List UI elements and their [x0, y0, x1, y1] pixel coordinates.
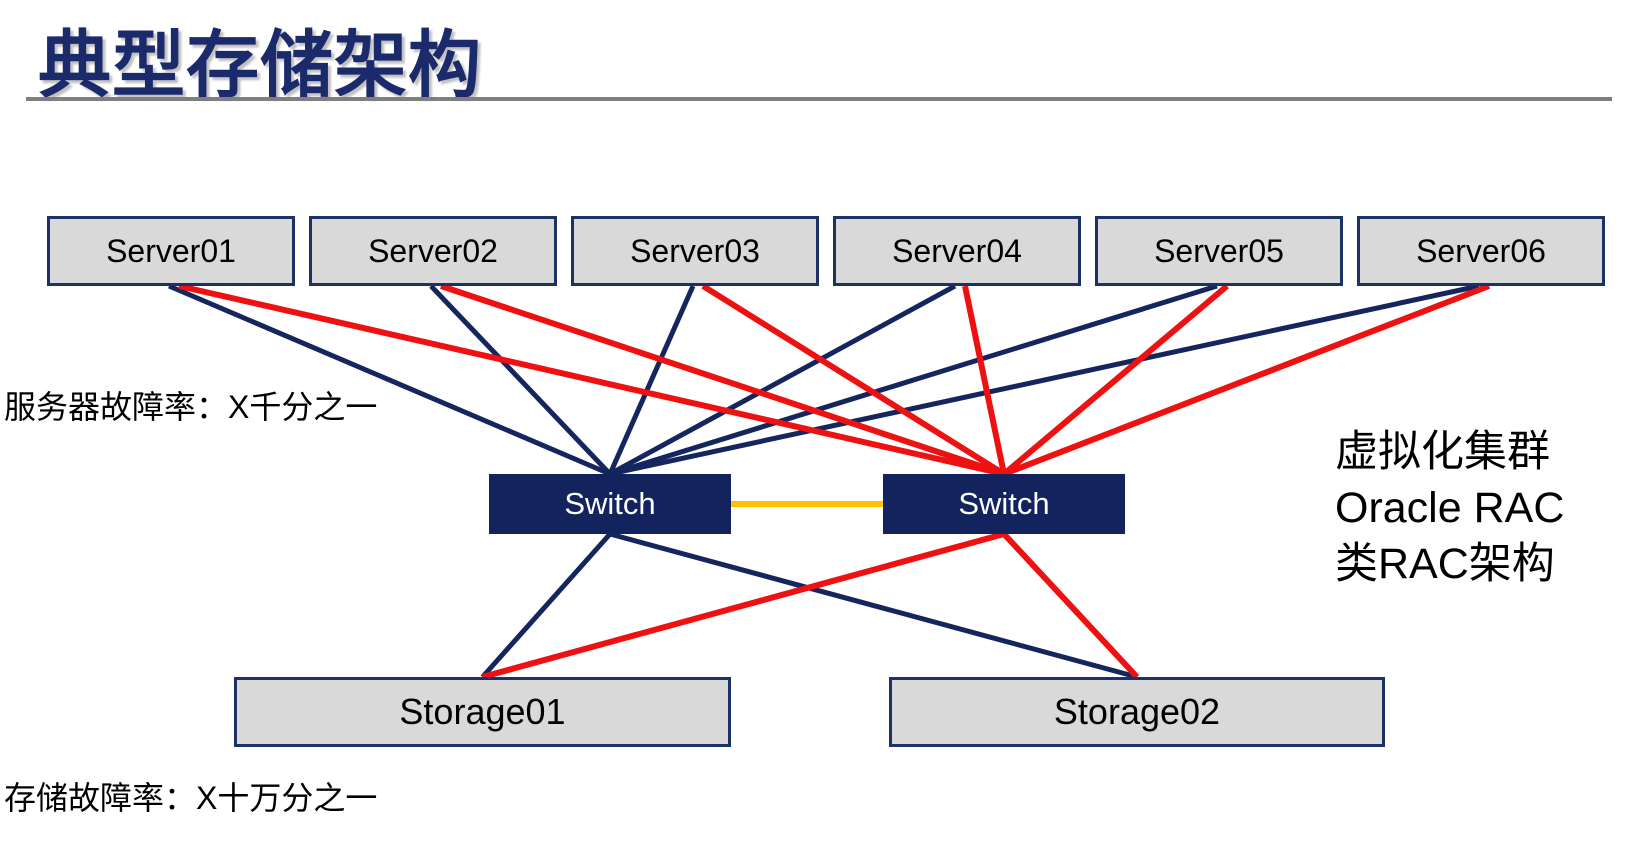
storage2-label: Storage02 [1053, 691, 1221, 732]
edge-server03-switch2 [701, 283, 1006, 477]
server01-box: Server01 [47, 216, 295, 286]
server06-label: Server06 [1416, 232, 1546, 269]
edge-server05-switch1 [609, 283, 1218, 477]
server05-box: Server05 [1095, 216, 1343, 286]
server05-label: Server05 [1154, 232, 1284, 269]
switch1-label: Switch [564, 486, 656, 521]
edge-server06-switch2 [1002, 283, 1491, 477]
server02-box: Server02 [309, 216, 557, 286]
edge-server06-switch1 [609, 283, 1480, 477]
server04-label: Server04 [892, 232, 1022, 269]
edge-switch2-storage1 [481, 531, 1005, 680]
edge-server04-switch1 [608, 283, 957, 477]
server06-box: Server06 [1357, 216, 1605, 286]
server01-label: Server01 [106, 232, 236, 269]
storage2-box: Storage02 [889, 677, 1385, 747]
edge-switch1-storage2 [609, 531, 1138, 680]
server-failure-rate-note: 服务器故障率：X千分之一 [4, 389, 378, 425]
edge-server04-switch2 [962, 285, 1007, 475]
edge-switch2-storage2 [1001, 531, 1140, 680]
edge-switch1-storage1 [480, 532, 612, 679]
edge-server01-switch1 [168, 283, 611, 477]
storage1-box: Storage01 [234, 677, 731, 747]
switch2-label: Switch [958, 486, 1050, 521]
edge-server05-switch2 [1002, 283, 1229, 477]
server04-box: Server04 [833, 216, 1081, 286]
edge-server01-switch2 [178, 283, 1005, 477]
edge-server03-switch1 [607, 284, 696, 476]
server03-label: Server03 [630, 232, 760, 269]
title-divider [26, 97, 1612, 101]
server02-label: Server02 [368, 232, 498, 269]
cluster-annotation: 虚拟化集群 Oracle RAC 类RAC架构 [1335, 424, 1564, 592]
storage-failure-rate-note: 存储故障率：X十万分之一 [4, 780, 378, 816]
edge-server02-switch1 [429, 284, 612, 476]
page-title: 典型存储架构 [38, 25, 482, 106]
switch1-box: Switch [489, 474, 731, 534]
edge-server02-switch2 [440, 283, 1005, 477]
switch2-box: Switch [883, 474, 1125, 534]
annotation-line-3: 类RAC架构 [1335, 540, 1555, 588]
annotation-line-2: Oracle RAC [1335, 484, 1565, 532]
storage1-label: Storage01 [399, 691, 566, 732]
server03-box: Server03 [571, 216, 819, 286]
annotation-line-1: 虚拟化集群 [1335, 428, 1550, 476]
